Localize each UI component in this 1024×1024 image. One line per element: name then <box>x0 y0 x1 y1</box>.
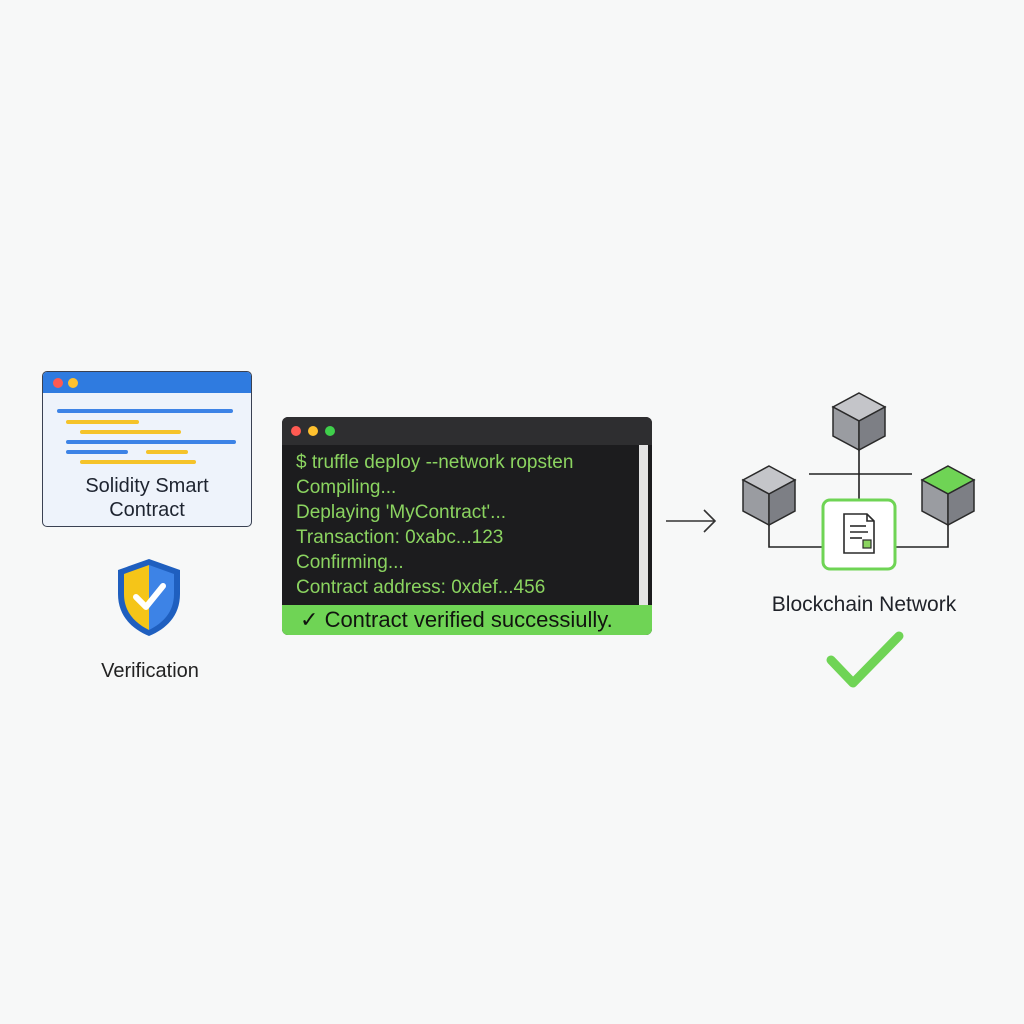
checkmark-icon <box>826 631 904 688</box>
editor-title-bar <box>43 372 251 393</box>
arrow-right-icon <box>666 509 717 533</box>
editor-title-line2: Contract <box>109 499 185 521</box>
shield-check-icon <box>118 559 180 636</box>
terminal-title-bar <box>282 417 652 445</box>
success-message-bar: ✓ Contract verified successiully. <box>282 605 652 635</box>
code-line <box>146 450 188 454</box>
window-minimize-dot <box>308 426 318 436</box>
document-icon <box>843 513 875 554</box>
editor-title-line1: Solidity Smart <box>85 475 209 497</box>
terminal-window: $ truffle deploy --network ropsten Compi… <box>282 417 652 635</box>
node-cube-top <box>831 392 887 452</box>
code-line <box>66 440 236 444</box>
code-line <box>57 409 233 413</box>
terminal-line: Contract address: 0xdef...456 <box>296 577 546 598</box>
code-line <box>80 460 196 464</box>
terminal-scrollbar[interactable] <box>639 445 648 607</box>
code-line <box>80 430 181 434</box>
verification-label: Verification <box>101 660 199 682</box>
code-editor-window: Solidity Smart Contract <box>42 371 252 527</box>
code-line <box>66 420 139 424</box>
code-line <box>66 450 128 454</box>
terminal-line: Deplaying 'MyContract'... <box>296 502 507 523</box>
success-check-icon: ✓ <box>300 607 319 632</box>
terminal-line: Compiling... <box>296 477 397 498</box>
node-cube-right <box>920 465 976 527</box>
window-maximize-dot <box>325 426 335 436</box>
terminal-line-command: $ truffle deploy --network ropsten <box>296 452 574 473</box>
editor-title: Solidity Smart Contract <box>43 474 251 522</box>
window-minimize-dot <box>68 378 78 388</box>
network-connectors <box>768 450 949 548</box>
terminal-line: Transaction: 0xabc...123 <box>296 527 504 548</box>
network-label: Blockchain Network <box>771 593 957 616</box>
blockchain-network-diagram <box>741 392 976 571</box>
window-close-dot <box>291 426 301 436</box>
success-message-text: Contract verified successiully. <box>324 607 613 632</box>
terminal-line: Confirming... <box>296 552 404 573</box>
window-close-dot <box>53 378 63 388</box>
node-cube-left <box>741 465 797 527</box>
